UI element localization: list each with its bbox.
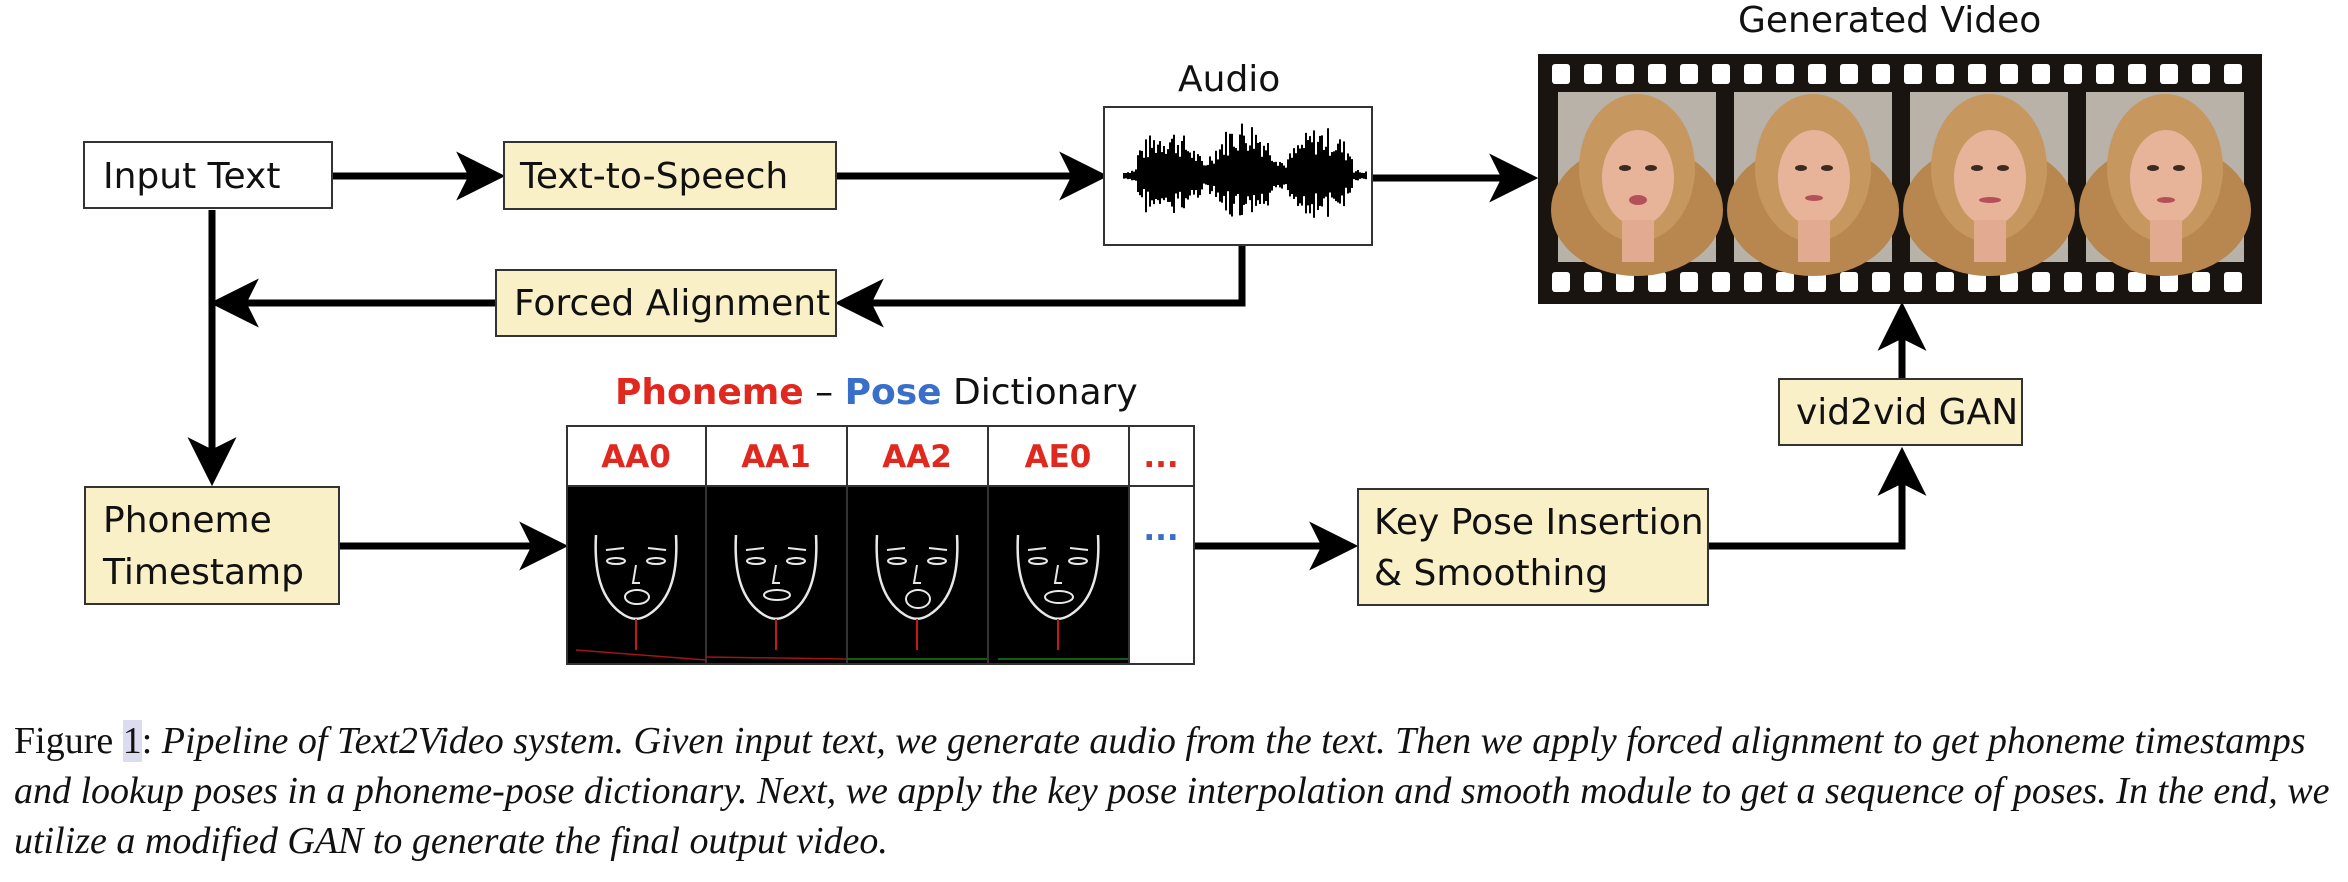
video-frame [2079, 92, 2251, 276]
vid2vid-node: vid2vid GAN [1778, 378, 2023, 446]
film-sprocket [1584, 64, 1602, 84]
film-sprocket [1968, 64, 1986, 84]
forced-alignment-node: Forced Alignment [495, 269, 837, 337]
film-sprocket [2000, 272, 2018, 292]
input-text-node: Input Text [83, 141, 333, 209]
film-sprocket [1552, 64, 1570, 84]
film-sprocket [2224, 64, 2242, 84]
caption-colon: : [141, 720, 162, 762]
figure-caption: Figure 1: Pipeline of Text2Video system.… [14, 716, 2334, 866]
video-frame [1551, 92, 1723, 276]
face-pose-aa1 [705, 534, 847, 660]
film-sprocket [1808, 272, 1826, 292]
film-sprocket [1616, 64, 1634, 84]
film-sprocket [1616, 272, 1634, 292]
dictionary-title: Phoneme – Pose Dictionary [615, 372, 1138, 413]
forced-alignment-label: Forced Alignment [514, 283, 830, 324]
film-sprocket [1648, 64, 1666, 84]
arrows [187, 151, 1927, 571]
video-frame [1903, 92, 2075, 276]
film-sprocket [1776, 64, 1794, 84]
arrow-audio-to-alignment [834, 246, 1246, 328]
film-sprocket [2192, 272, 2210, 292]
film-sprocket [1840, 64, 1858, 84]
audio-title: Audio [1178, 59, 1280, 100]
key-pose-line2: & Smoothing [1374, 553, 1608, 594]
film-sprocket [2096, 272, 2114, 292]
film-sprocket [1872, 64, 1890, 84]
phoneme-pose-dictionary: Phoneme – Pose Dictionary AA0 AA1 AA2 AE… [566, 372, 1195, 665]
phoneme-timestamp-line1: Phoneme [103, 500, 272, 541]
film-sprocket [1680, 64, 1698, 84]
phoneme-timestamp-node: Phoneme Timestamp [84, 486, 340, 605]
film-sprocket [1712, 272, 1730, 292]
film-sprocket [1968, 272, 1986, 292]
audio-node: Audio [1103, 59, 1373, 246]
dictionary-title-pose: Pose [845, 372, 942, 413]
dict-col-aa2: AA2 [882, 439, 952, 475]
film-sprocket [1904, 272, 1922, 292]
film-sprocket [1776, 272, 1794, 292]
film-sprocket [2160, 64, 2178, 84]
film-sprocket [2128, 64, 2146, 84]
key-pose-line1: Key Pose Insertion [1374, 502, 1704, 543]
tts-label: Text-to-Speech [519, 156, 788, 197]
face-pose-ae0 [998, 534, 1128, 660]
film-sprocket [2096, 64, 2114, 84]
film-sprocket [1840, 272, 1858, 292]
dictionary-title-phoneme: Phoneme [615, 372, 804, 413]
audio-waveform [1123, 123, 1367, 218]
caption-text: Pipeline of Text2Video system. Given inp… [14, 720, 2330, 862]
dict-pose-more: ... [1143, 512, 1178, 548]
caption-number: 1 [122, 720, 142, 762]
key-pose-node: Key Pose Insertion & Smoothing [1357, 488, 1709, 606]
face-pose-aa2 [847, 534, 987, 660]
dict-col-ae0: AE0 [1025, 439, 1092, 475]
film-sprocket [2032, 272, 2050, 292]
film-sprocket [2000, 64, 2018, 84]
film-sprocket [2192, 64, 2210, 84]
face-pose-aa0 [575, 534, 707, 661]
dict-col-more: ... [1143, 439, 1178, 475]
film-sprocket [1680, 272, 1698, 292]
phoneme-timestamp-line2: Timestamp [102, 552, 304, 593]
film-sprocket [1744, 272, 1762, 292]
dictionary-title-rest: Dictionary [942, 372, 1138, 413]
film-sprocket [2064, 64, 2082, 84]
vid2vid-label: vid2vid GAN [1796, 392, 2018, 433]
film-sprocket [1936, 272, 1954, 292]
film-sprocket [1584, 272, 1602, 292]
film-sprocket [2064, 272, 2082, 292]
video-frames [1551, 92, 2251, 276]
caption-label: Figure [14, 720, 123, 762]
film-sprocket [1712, 64, 1730, 84]
film-sprocket [1744, 64, 1762, 84]
input-text-label: Input Text [103, 156, 280, 197]
tts-node: Text-to-Speech [503, 141, 837, 210]
film-sprocket [2128, 272, 2146, 292]
film-sprockets [1552, 64, 2242, 292]
dict-col-aa1: AA1 [741, 439, 811, 475]
pipeline-diagram: Input Text Text-to-Speech Audio Forced A… [83, 0, 2262, 665]
film-sprocket [2160, 272, 2178, 292]
dictionary-title-dash: – [804, 372, 845, 413]
dict-col-aa0: AA0 [601, 439, 671, 475]
film-sprocket [2032, 64, 2050, 84]
film-sprocket [1552, 272, 1570, 292]
arrow-keypose-to-vid2vid [1708, 446, 1927, 550]
film-sprocket [1808, 64, 1826, 84]
film-sprocket [1936, 64, 1954, 84]
film-sprocket [2224, 272, 2242, 292]
film-sprocket [1872, 272, 1890, 292]
generated-video-node: Generated Video [1538, 0, 2262, 304]
film-sprocket [1904, 64, 1922, 84]
film-sprocket [1648, 272, 1666, 292]
video-frame [1727, 92, 1899, 276]
generated-video-title: Generated Video [1738, 0, 2041, 41]
